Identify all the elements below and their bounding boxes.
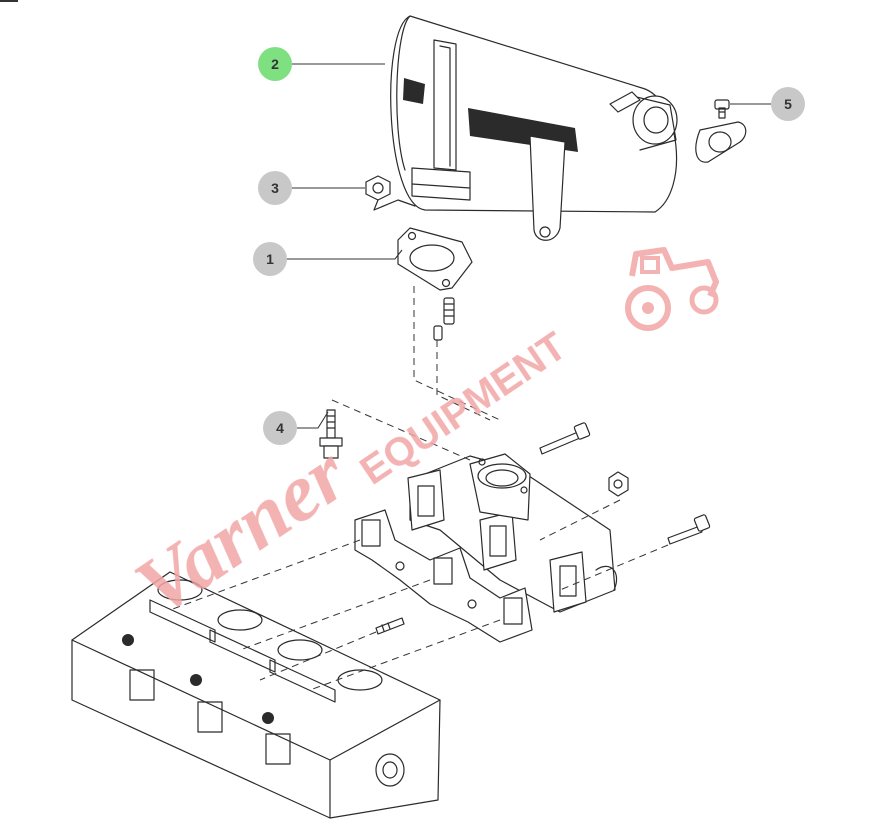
callout-4-circle — [263, 411, 297, 445]
leader-lines — [286, 63, 773, 429]
exhaust-manifold[interactable] — [407, 453, 618, 613]
manifold-nut[interactable] — [608, 471, 629, 497]
callout-4-label: 4 — [276, 420, 284, 436]
callout-1-circle — [253, 242, 287, 276]
callout-1[interactable]: 1 — [253, 242, 287, 276]
callout-4[interactable]: 4 — [263, 411, 297, 445]
exhaust-pipe-gasket[interactable] — [397, 227, 473, 291]
cylinder-head[interactable] — [71, 571, 441, 819]
muffler[interactable] — [390, 15, 678, 241]
alignment-lines — [169, 286, 669, 691]
callout-2[interactable]: 2 — [258, 47, 292, 81]
callout-5-circle — [771, 87, 805, 121]
callout-5-label: 5 — [784, 96, 792, 112]
short-bolt[interactable] — [667, 514, 711, 545]
callout-3-circle — [258, 171, 292, 205]
manifold-bolt[interactable] — [319, 409, 343, 459]
callout-2-label: 2 — [271, 56, 279, 72]
callout-2-circle — [258, 47, 292, 81]
stud-lower[interactable] — [375, 617, 405, 635]
callout-5[interactable]: 5 — [771, 87, 805, 121]
flange-nut[interactable] — [365, 175, 416, 211]
stud-upper[interactable] — [433, 297, 455, 341]
tractor-icon — [625, 247, 719, 331]
callout-1-label: 1 — [266, 251, 274, 267]
callout-3[interactable]: 3 — [258, 171, 292, 205]
muffler-bolt[interactable] — [714, 99, 730, 119]
manifold-gasket[interactable] — [354, 509, 533, 643]
callout-3-label: 3 — [271, 180, 279, 196]
watermark-script-text: Varner — [119, 427, 363, 633]
muffler-gasket[interactable] — [695, 121, 747, 163]
long-bolt[interactable] — [539, 422, 591, 455]
